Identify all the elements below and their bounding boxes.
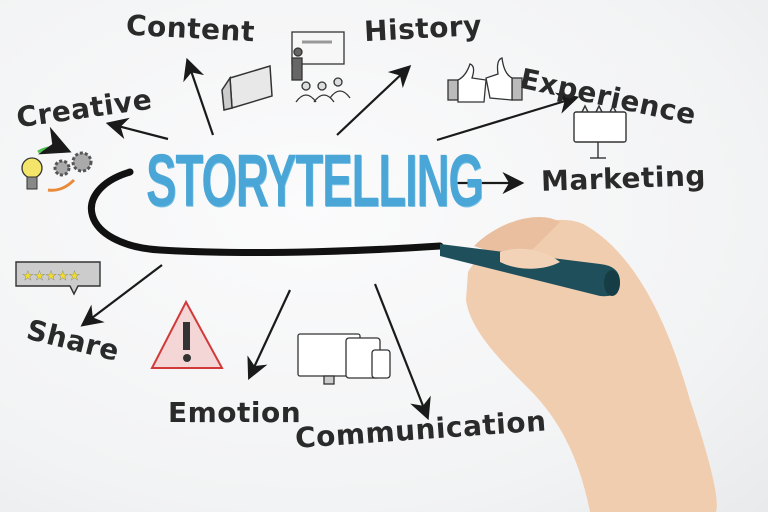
- book-icon: [221, 65, 273, 111]
- presentation-icon: [291, 31, 351, 103]
- arrow-communication: [373, 283, 431, 421]
- node-content: Content: [125, 8, 256, 49]
- devices-icon: [297, 333, 391, 385]
- arrow-creative: [105, 117, 169, 141]
- arrow-experience: [436, 92, 580, 142]
- svg-text:★★★★★: ★★★★★: [22, 269, 80, 284]
- thumbs-up-icon: [447, 57, 523, 103]
- billboard-icon: [573, 104, 627, 159]
- arrow-content: [183, 57, 215, 136]
- hand-holding-marker: [440, 216, 717, 512]
- warning-icon: [150, 299, 224, 369]
- node-emotion: Emotion: [168, 396, 302, 429]
- arrows: [80, 57, 580, 421]
- rating-stars-icon: ★★★★★: [15, 261, 101, 296]
- node-history: History: [363, 8, 483, 49]
- center-title: STORYTELLING: [146, 139, 484, 222]
- arrow-history: [336, 64, 412, 136]
- node-marketing: Marketing: [540, 159, 707, 198]
- arrow-emotion: [247, 289, 291, 380]
- lightbulb-gears-icon: [21, 126, 93, 192]
- arrow-share: [80, 264, 163, 327]
- swoosh-underline: [88, 168, 444, 257]
